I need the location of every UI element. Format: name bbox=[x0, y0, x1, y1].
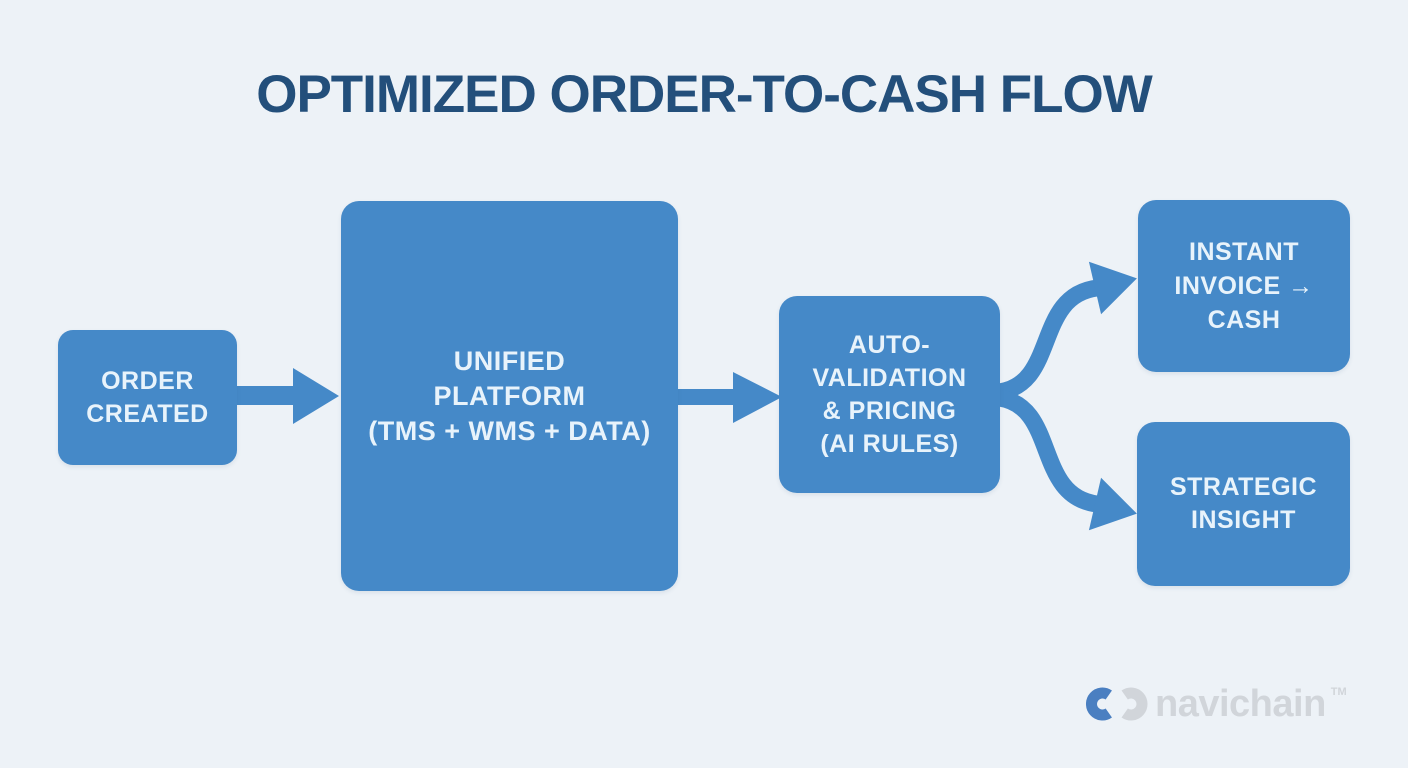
arrowhead-invoice-icon bbox=[1088, 261, 1137, 315]
node-unified-platform: UNIFIED PLATFORM (TMS + WMS + DATA) bbox=[341, 201, 678, 591]
page-title: OPTIMIZED ORDER-TO-CASH FLOW bbox=[256, 65, 1153, 124]
node-label-line: INSTANT bbox=[1189, 238, 1299, 266]
chain-links-icon bbox=[1086, 687, 1148, 721]
node-label-line: UNIFIED bbox=[453, 345, 566, 376]
node-label-line: & PRICING bbox=[822, 396, 957, 425]
node-label-line: PLATFORM bbox=[433, 380, 586, 411]
node-label-line: INVOICE → bbox=[1174, 272, 1314, 300]
node-label-line: CASH bbox=[1207, 306, 1281, 334]
navichain-logo: navichain TM bbox=[1086, 684, 1347, 724]
arrowhead-insight-icon bbox=[1088, 477, 1137, 531]
logo-trademark: TM bbox=[1330, 686, 1347, 698]
node-label-line: (TMS + WMS + DATA) bbox=[368, 415, 651, 446]
arrow-validation-to-insight-icon bbox=[997, 389, 1099, 513]
node-label-line: VALIDATION bbox=[812, 363, 967, 392]
node-label-line: ORDER bbox=[101, 366, 194, 395]
arrow-order-to-platform-icon bbox=[236, 368, 339, 424]
node-auto-validation-pricing: AUTO- VALIDATION & PRICING (AI RULES) bbox=[779, 296, 1000, 493]
arrow-platform-to-validation-icon bbox=[677, 372, 782, 423]
node-strategic-insight: STRATEGIC INSIGHT bbox=[1137, 422, 1350, 586]
node-label-line: STRATEGIC bbox=[1169, 473, 1318, 501]
node-instant-invoice-cash: INSTANT INVOICE → CASH bbox=[1138, 200, 1350, 372]
arrow-validation-to-invoice-icon bbox=[997, 279, 1099, 401]
node-label-line: AUTO- bbox=[848, 330, 931, 359]
node-label-line: CREATED bbox=[86, 399, 209, 428]
node-label-line: (AI RULES) bbox=[820, 429, 959, 458]
logo-wordmark: navichain bbox=[1155, 683, 1326, 725]
node-order-created: ORDER CREATED bbox=[58, 330, 237, 465]
node-label-line: INSIGHT bbox=[1191, 506, 1296, 534]
